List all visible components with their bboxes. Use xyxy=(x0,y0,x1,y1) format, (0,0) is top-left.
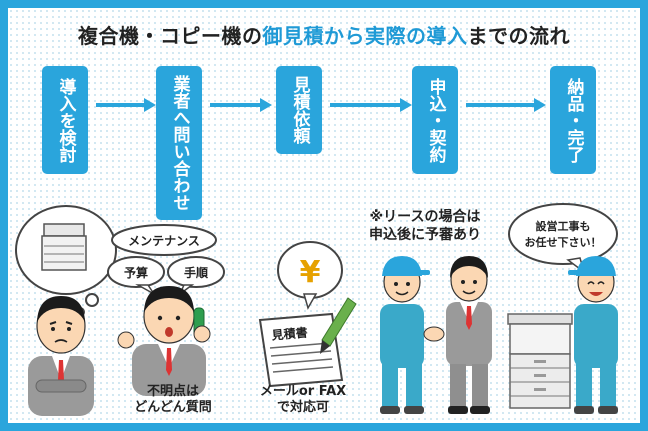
arrow-1 xyxy=(96,98,156,112)
yen-bubble: ¥ xyxy=(277,241,343,310)
lease-note-line1: ※リースの場合は xyxy=(369,209,481,225)
illustrations: メンテナンス 予算 手順 xyxy=(15,203,618,416)
step-delivery-label: 納品・完了 xyxy=(563,77,584,163)
quote-caption-line1: メールor FAX xyxy=(259,384,347,399)
yen-icon: ¥ xyxy=(300,255,321,290)
handshake-scene xyxy=(380,256,492,414)
page-title: 複合機・コピー機の御見積から実際の導入までの流れ xyxy=(8,20,640,49)
quote-caption: メールor FAX で対応可 xyxy=(248,384,358,416)
procedure-text: 手順 xyxy=(184,265,209,280)
phoning-businessman xyxy=(117,286,211,396)
step-consider: 導入を検討 xyxy=(42,66,88,174)
inquiry-caption-line1: 不明点は xyxy=(146,384,199,399)
installation-worker xyxy=(568,256,618,414)
installation-line1: 設営工事も xyxy=(536,219,591,233)
thinking-businessman xyxy=(28,296,94,416)
inquiry-caption-line2: どんどん質問 xyxy=(134,400,212,415)
pen-icon xyxy=(320,297,357,354)
title-part1: 複合機・コピー機の xyxy=(78,24,263,48)
title-highlight: 御見積から実際の導入 xyxy=(262,24,468,48)
copier-icon xyxy=(41,223,87,271)
step-application: 申込・契約 xyxy=(412,66,458,174)
procedure-bubble: 手順 xyxy=(167,256,225,297)
diagram-panel: 複合機・コピー機の御見積から実際の導入までの流れ 導入を検討 業者へ問い合わせ … xyxy=(8,8,640,423)
thought-bubble xyxy=(15,205,117,317)
copier-machine xyxy=(507,313,573,409)
title-part3: までの流れ xyxy=(467,24,570,48)
lease-note: ※リースの場合は 申込後に予審あり xyxy=(360,208,490,244)
step-inquiry-label: 業者へ問い合わせ xyxy=(169,75,190,211)
step-inquiry: 業者へ問い合わせ xyxy=(156,66,202,220)
quotation-document: 見積書 xyxy=(258,312,344,388)
maintenance-bubble: メンテナンス xyxy=(111,224,217,256)
step-delivery: 納品・完了 xyxy=(550,66,596,174)
arrow-2 xyxy=(210,98,272,112)
step-application-label: 申込・契約 xyxy=(425,77,446,163)
arrow-4 xyxy=(466,98,546,112)
quote-caption-line2: で対応可 xyxy=(276,400,329,415)
step-quote-request: 見積依頼 xyxy=(276,66,322,154)
step-consider-label: 導入を検討 xyxy=(55,77,76,163)
step-quote-request-label: 見積依頼 xyxy=(289,76,310,144)
installation-bubble: 設営工事も お任せ下さい！ xyxy=(508,203,618,274)
budget-bubble: 予算 xyxy=(107,256,165,295)
arrow-3 xyxy=(330,98,412,112)
maintenance-text: メンテナンス xyxy=(128,234,200,248)
document-title: 見積書 xyxy=(270,324,308,342)
installation-line2: お任せ下さい！ xyxy=(525,235,602,249)
inquiry-caption: 不明点は どんどん質問 xyxy=(118,384,228,416)
lease-note-line2: 申込後に予審あり xyxy=(369,227,481,243)
budget-text: 予算 xyxy=(124,265,148,280)
